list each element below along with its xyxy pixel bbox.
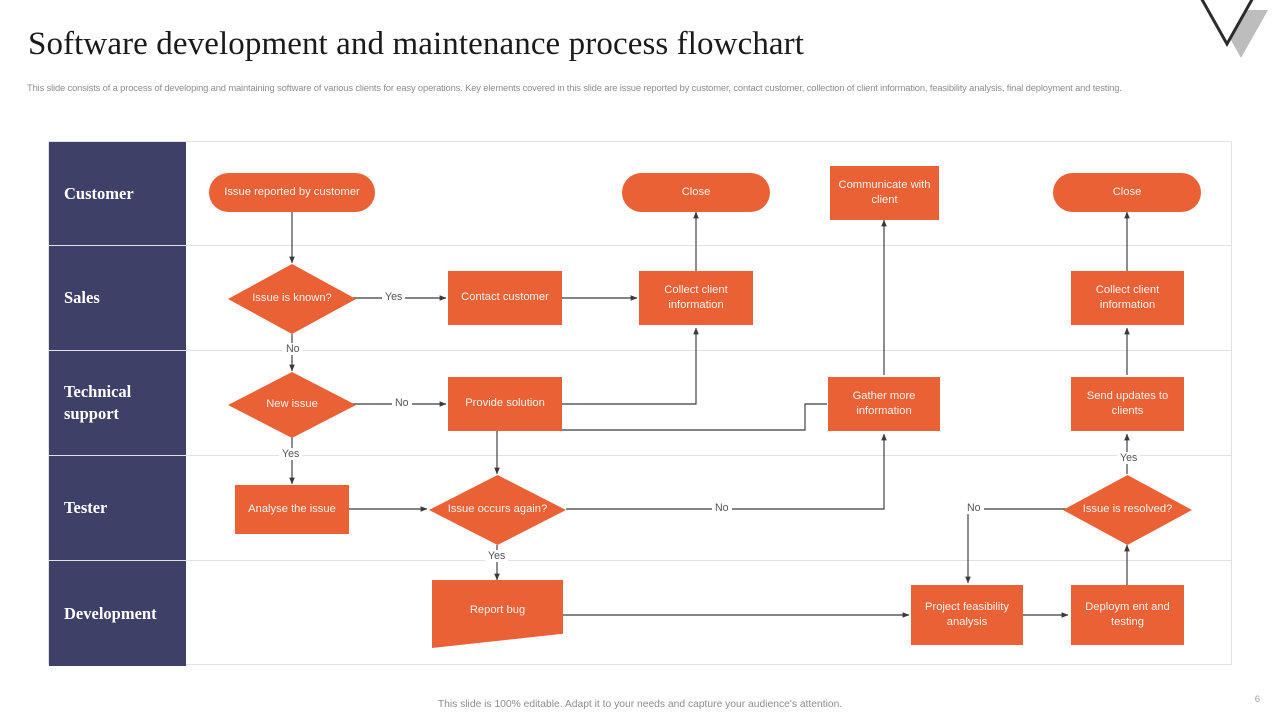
node-new-issue[interactable]: New issue [228, 372, 356, 438]
edge-label-yes-occurs-again: Yes [485, 550, 509, 562]
lane-header-development: Development [49, 561, 186, 666]
page-subtitle: This slide consists of a process of deve… [27, 82, 1122, 93]
node-analyse-the-issue[interactable]: Analyse the issue [235, 485, 349, 534]
lane-header-sales: Sales [49, 246, 186, 351]
edge-label-no-issue-known: No [283, 343, 303, 355]
node-issue-reported[interactable]: Issue reported by customer [209, 173, 375, 212]
node-label: Gather more information [852, 389, 916, 418]
node-report-bug[interactable]: Report bug [432, 580, 563, 648]
lane-row-sales: Sales [48, 245, 1232, 351]
lane-header-technical-support: Technical support [49, 351, 186, 456]
node-close-1[interactable]: Close [622, 173, 770, 212]
swimlane-chart: Customer Sales Technical support Tester … [48, 141, 1232, 666]
node-label: Deploym ent and testing [1085, 600, 1170, 629]
node-issue-occurs-again[interactable]: Issue occurs again? [429, 475, 566, 545]
node-label: Collect client information [664, 283, 728, 312]
page-number: 6 [1254, 694, 1260, 705]
node-label: Send updates to clients [1086, 389, 1169, 418]
node-label: Close [681, 185, 711, 198]
node-provide-solution[interactable]: Provide solution [448, 377, 562, 431]
node-project-feasibility-analysis[interactable]: Project feasibility analysis [911, 585, 1023, 645]
lane-row-technical-support: Technical support [48, 350, 1232, 456]
node-issue-is-resolved[interactable]: Issue is resolved? [1063, 475, 1192, 545]
node-label: Project feasibility analysis [925, 600, 1009, 629]
footer-note: This slide is 100% editable. Adapt it to… [437, 699, 843, 710]
node-label: Issue reported by customer [224, 185, 360, 198]
lane-row-customer: Customer [48, 141, 1232, 246]
node-issue-is-known[interactable]: Issue is known? [228, 264, 356, 334]
lane-header-tester: Tester [49, 456, 186, 561]
edge-label-yes-issue-known: Yes [382, 291, 406, 303]
lane-label: Development [64, 603, 157, 623]
lane-label: Technical support [64, 382, 132, 423]
edge-label-yes-is-resolved: Yes [1117, 452, 1141, 464]
double-triangle-logo [1200, 0, 1268, 58]
node-label: Contact customer [461, 291, 549, 304]
lane-header-customer: Customer [49, 142, 186, 246]
node-communicate-with-client[interactable]: Communicate with client [830, 166, 939, 220]
node-label: New issue [266, 398, 318, 411]
lane-label: Customer [64, 183, 134, 203]
lane-row-tester: Tester [48, 455, 1232, 561]
node-label: Communicate with client [838, 178, 931, 207]
node-collect-client-information-2[interactable]: Collect client information [1071, 271, 1184, 325]
lane-label: Tester [64, 498, 108, 517]
edge-label-no-occurs-again: No [712, 502, 732, 514]
node-label: Analyse the issue [248, 502, 336, 515]
lane-row-development: Development [48, 560, 1232, 666]
node-gather-more-information[interactable]: Gather more information [828, 377, 940, 431]
lane-label: Sales [64, 288, 100, 307]
node-contact-customer[interactable]: Contact customer [448, 271, 562, 325]
edge-label-no-is-resolved: No [964, 502, 984, 514]
node-send-updates-to-clients[interactable]: Send updates to clients [1071, 377, 1184, 431]
node-deployment-and-testing[interactable]: Deploym ent and testing [1071, 585, 1184, 645]
node-label: Issue is resolved? [1082, 503, 1173, 516]
node-label: Close [1112, 185, 1142, 198]
node-label: Issue occurs again? [447, 503, 548, 516]
node-label: Provide solution [465, 397, 545, 410]
node-label: Report bug [469, 603, 526, 616]
node-label: Collect client information [1095, 283, 1160, 312]
node-close-2[interactable]: Close [1053, 173, 1201, 212]
node-collect-client-information-1[interactable]: Collect client information [639, 271, 753, 325]
page-title: Software development and maintenance pro… [28, 26, 805, 62]
node-label: Issue is known? [252, 292, 332, 305]
edge-label-yes-new-issue: Yes [279, 448, 303, 460]
edge-label-no-new-issue: No [392, 397, 412, 409]
